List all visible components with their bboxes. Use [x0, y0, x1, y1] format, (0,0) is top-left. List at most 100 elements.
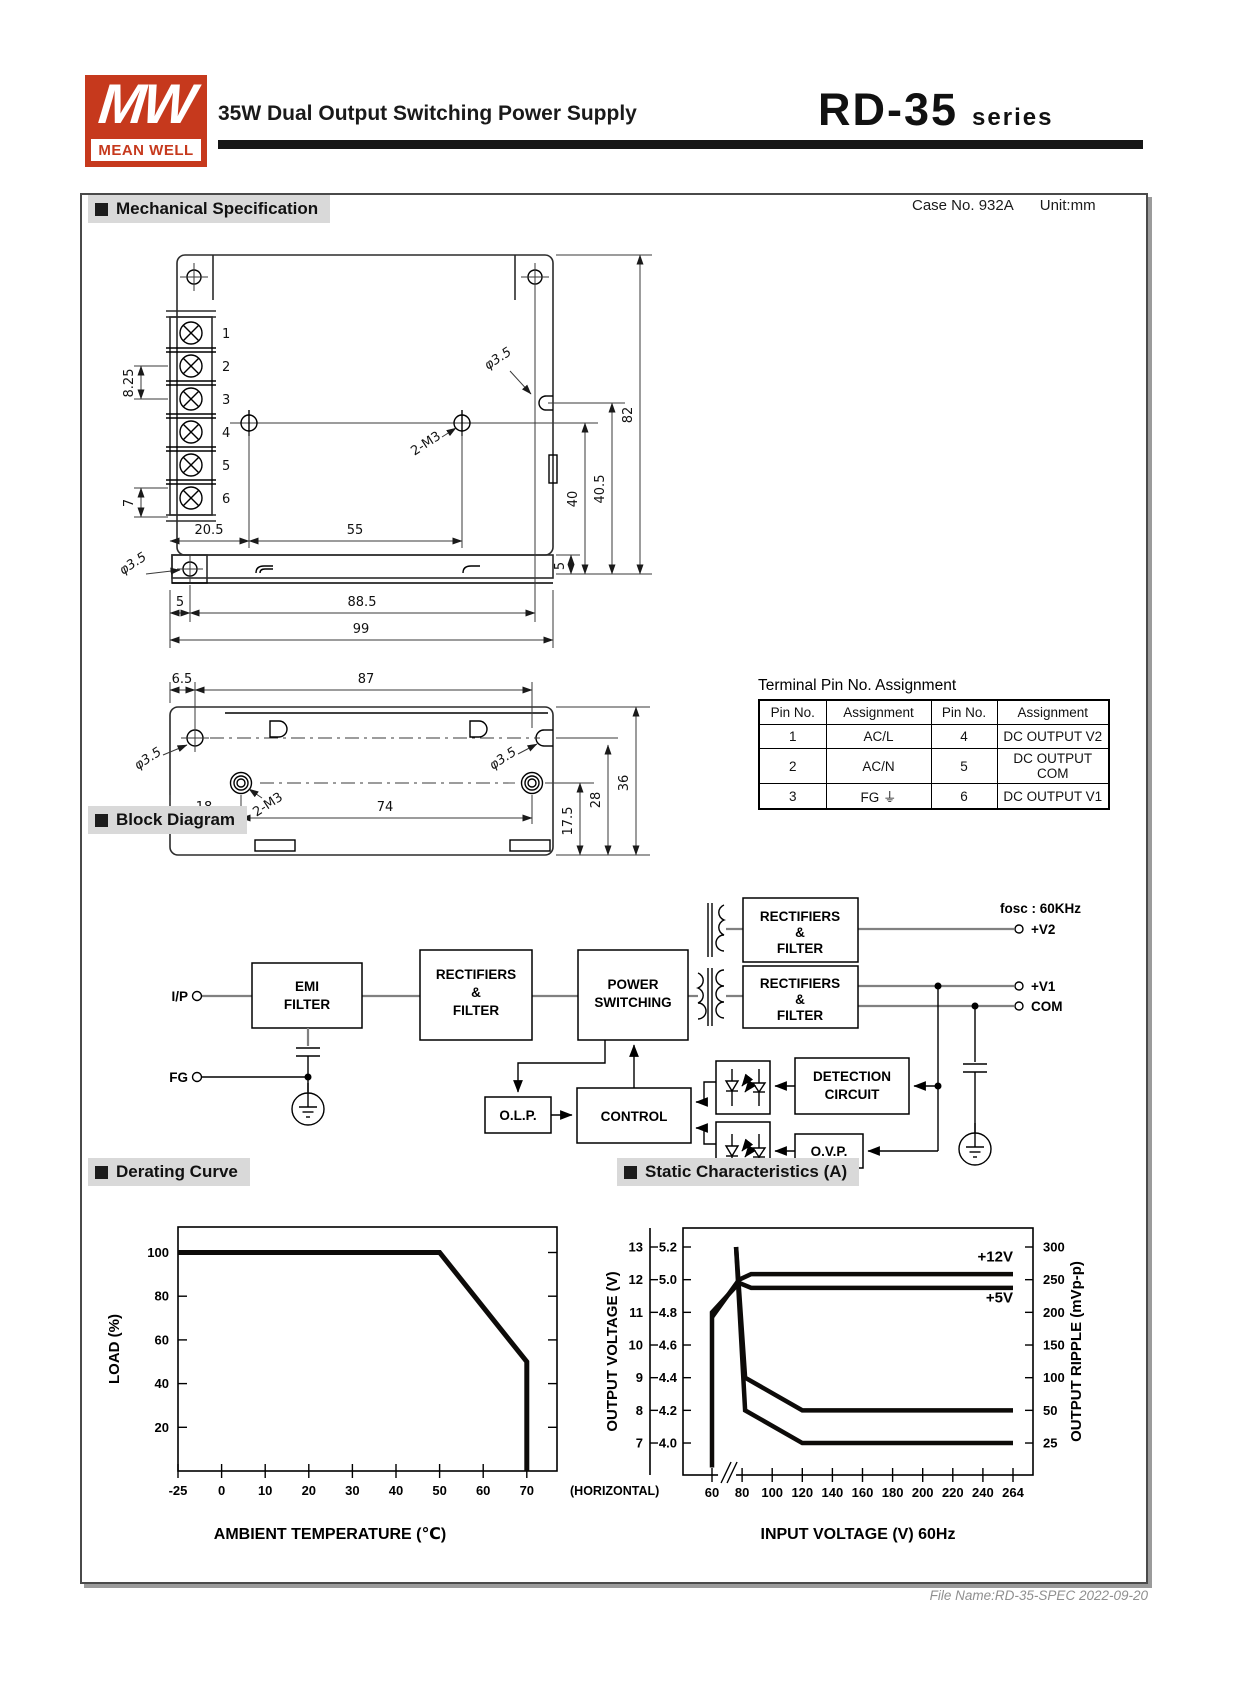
terminal-number: 4	[222, 426, 230, 441]
dim-label: 5	[176, 595, 184, 610]
svg-text:40: 40	[389, 1483, 403, 1498]
svg-text:60: 60	[476, 1483, 490, 1498]
transformer-icon	[695, 903, 727, 1026]
com-label: COM	[1031, 999, 1063, 1014]
pin-assignment: DC OUTPUT V1	[996, 783, 1110, 810]
svg-text:5.2: 5.2	[659, 1240, 677, 1255]
svg-text:50: 50	[1043, 1403, 1057, 1418]
svg-text:10: 10	[629, 1338, 643, 1353]
section-derating: Derating Curve	[88, 1158, 250, 1186]
pin-assignment: FG ⏚	[825, 783, 932, 810]
svg-text:7: 7	[636, 1436, 643, 1451]
block-diagram: fosc : 60KHz I/P FG EM	[169, 897, 1081, 1181]
svg-text:10: 10	[258, 1483, 272, 1498]
svg-text:20: 20	[155, 1420, 169, 1435]
svg-text:12: 12	[629, 1272, 643, 1287]
svg-text:RECTIFIERS: RECTIFIERS	[760, 976, 840, 991]
m3-inserts	[229, 771, 544, 795]
static-chart: 131211109875.25.04.84.64.44.24.030025020…	[604, 1227, 1085, 1543]
svg-text:4.0: 4.0	[659, 1436, 677, 1451]
svg-text:4.4: 4.4	[659, 1370, 678, 1385]
section-static: Static Characteristics (A)	[617, 1158, 860, 1186]
pin-no: 5	[930, 748, 998, 784]
pin-assignment-table: Pin No. Assignment Pin No. Assignment 1 …	[758, 699, 1110, 810]
table-row: 2 AC/N 5 DC OUTPUT COM	[758, 748, 1110, 784]
flange-hole	[177, 556, 203, 582]
content-frame	[80, 193, 1148, 1584]
rectifiers-filter-v2-box: RECTIFIERS & FILTER	[742, 897, 859, 963]
svg-text:50: 50	[432, 1483, 446, 1498]
terminal-number: 1	[222, 327, 230, 342]
v2-label: +V2	[1031, 922, 1055, 937]
svg-text:160: 160	[852, 1485, 874, 1500]
x-axis-title: INPUT VOLTAGE (V) 60Hz	[761, 1526, 956, 1543]
svg-text:70: 70	[520, 1483, 534, 1498]
fosc-label: fosc : 60KHz	[1000, 901, 1081, 916]
svg-text:&: &	[795, 925, 805, 940]
dim-label: 20.5	[195, 523, 224, 538]
v1-label: +V1	[1031, 979, 1056, 994]
svg-text:100: 100	[147, 1245, 169, 1260]
y-axis-title-right: OUTPUT RIPPLE (mVp-p)	[1068, 1261, 1085, 1442]
logo-text: MEAN WELL	[91, 139, 201, 161]
section-label: Block Diagram	[116, 810, 236, 829]
svg-text:140: 140	[822, 1485, 844, 1500]
svg-text:CIRCUIT: CIRCUIT	[825, 1087, 880, 1102]
vent-tab	[255, 565, 273, 574]
fg-label: FG	[169, 1070, 188, 1085]
svg-text:O.L.P.: O.L.P.	[499, 1108, 536, 1123]
col-header: Pin No.	[758, 699, 827, 725]
dim-label: φ3.5	[482, 345, 515, 374]
dim-label: 87	[358, 672, 375, 687]
svg-text:RECTIFIERS: RECTIFIERS	[760, 909, 840, 924]
dim-label: 82	[621, 407, 636, 424]
x-axis-note: (HORIZONTAL)	[570, 1484, 659, 1498]
section-label: Mechanical Specification	[116, 199, 319, 218]
extension-lines	[134, 254, 652, 648]
dim-label: 40	[566, 491, 581, 508]
top-view: 1 2 3 4 5 6	[117, 254, 652, 648]
svg-text:220: 220	[942, 1485, 964, 1500]
x-axis-title: AMBIENT TEMPERATURE (℃)	[214, 1526, 446, 1543]
dim-label: 74	[377, 800, 394, 815]
svg-text:SWITCHING: SWITCHING	[594, 995, 671, 1010]
y-axis-title-left: OUTPUT VOLTAGE (V)	[604, 1271, 621, 1431]
ip-terminal-icon	[191, 990, 203, 1002]
svg-text:11: 11	[629, 1305, 643, 1320]
pin-no: 2	[758, 748, 827, 784]
terminal-screws	[179, 321, 203, 510]
svg-text:60: 60	[705, 1485, 719, 1500]
svg-text:0: 0	[218, 1483, 225, 1498]
slot	[469, 720, 488, 738]
slot	[269, 720, 288, 738]
vent-tab	[462, 565, 480, 574]
terminal-number: 5	[222, 459, 230, 474]
svg-text:POWER: POWER	[607, 977, 658, 992]
svg-text:FILTER: FILTER	[777, 941, 823, 956]
dim-label: 99	[353, 622, 370, 637]
svg-text:RECTIFIERS: RECTIFIERS	[436, 967, 516, 982]
series-name: RD-35	[818, 84, 959, 135]
output-terminals: +V2 +V1 COM	[1014, 922, 1063, 1014]
pin-table-title: Terminal Pin No. Assignment	[758, 677, 957, 694]
y-axis-title: LOAD (%)	[106, 1314, 123, 1384]
dim-label: φ3.5	[117, 550, 150, 579]
dim-label: φ3.5	[487, 745, 520, 774]
series-+12V output ripple	[733, 1246, 1013, 1413]
svg-text:150: 150	[1043, 1338, 1065, 1353]
pin-no: 1	[758, 724, 827, 749]
svg-text:CONTROL: CONTROL	[601, 1109, 668, 1124]
control-box: CONTROL	[576, 1087, 692, 1144]
terminal-number: 2	[222, 360, 230, 375]
dim-label: 36	[617, 775, 632, 792]
unit-label: Unit:mm	[1039, 197, 1096, 214]
mechanical-drawing: 1 2 3 4 5 6	[117, 254, 652, 856]
series-+5V output ripple	[733, 1246, 1013, 1446]
side-hole-left	[181, 724, 209, 752]
input-label: I/P	[171, 989, 188, 1004]
svg-text:100: 100	[761, 1485, 783, 1500]
terminal-block: 1 2 3 4 5 6	[166, 310, 230, 522]
detection-circuit-box: DETECTION CIRCUIT	[794, 1057, 910, 1115]
